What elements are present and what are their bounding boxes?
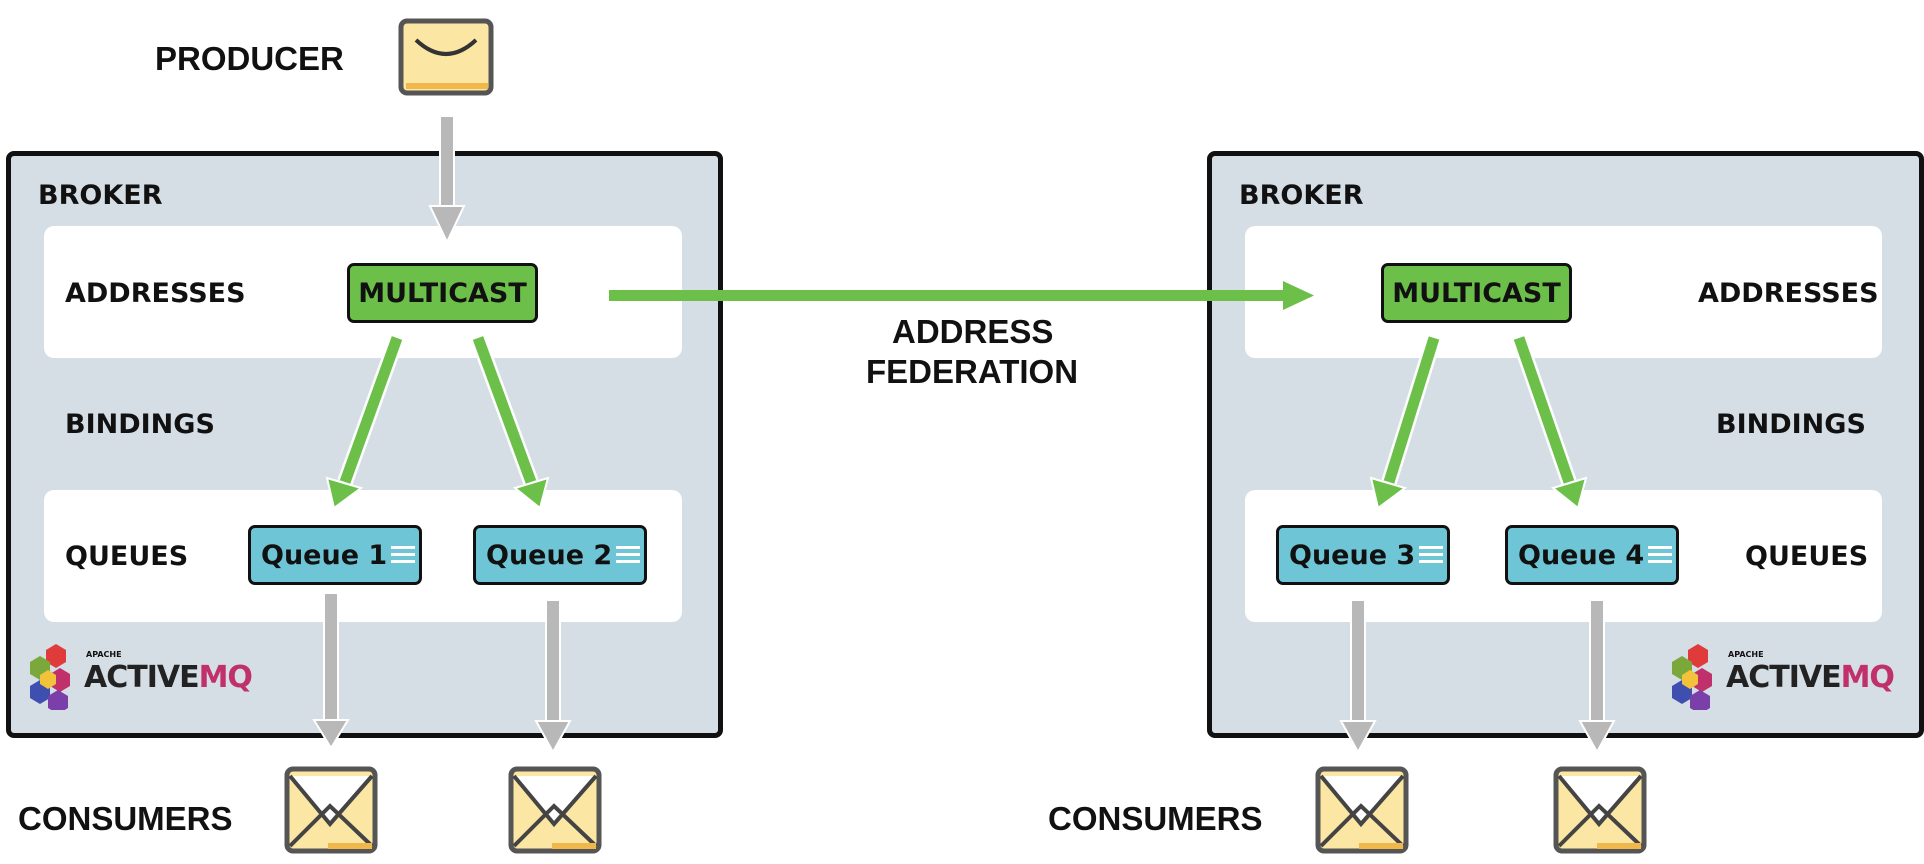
activemq-logo-icon [30,644,70,714]
binding-arrow-queue-3 [1369,335,1442,510]
broker-left-title: BROKER [38,180,163,211]
envelope-open-icon [1553,766,1647,854]
envelope-open-icon [1315,766,1409,854]
producer-label: PRODUCER [155,40,344,77]
envelope-open-icon [284,766,378,854]
queue-2-to-consumer-arrow [534,599,572,755]
multicast-address-right[interactable]: MULTICAST [1381,263,1572,323]
queue-3-label: Queue 3 [1289,539,1416,571]
bindings-label-right: BINDINGS [1716,409,1866,440]
envelope-closed-icon [398,18,494,96]
queue-3-to-consumer-arrow [1339,599,1377,755]
activemq-logo-right: APACHE ACTIVEMQ [1668,640,1908,714]
consumers-label-left: CONSUMERS [18,800,233,837]
logo-activemq-text: ACTIVEMQ [1726,660,1895,695]
queue-1-to-consumer-arrow [312,592,350,750]
queue-4[interactable]: Queue 4 [1505,525,1679,585]
queues-label-left: QUEUES [65,541,189,572]
consumers-label-right: CONSUMERS [1048,800,1263,837]
queue-1[interactable]: Queue 1 [248,525,422,585]
binding-arrow-queue-2 [470,335,550,510]
queues-label-right: QUEUES [1745,541,1869,572]
federation-label-line1: ADDRESS [892,313,1054,350]
address-federation-arrow [609,281,1314,310]
queue-2-label: Queue 2 [486,539,613,571]
binding-arrow-queue-4 [1511,335,1588,510]
list-icon [1648,544,1673,566]
logo-apache-text: APACHE [86,650,122,659]
federation-label-line2: FEDERATION [866,353,1079,390]
queue-3[interactable]: Queue 3 [1276,525,1450,585]
producer-to-multicast-arrow [428,115,466,245]
list-icon [616,544,641,566]
queue-4-label: Queue 4 [1518,539,1645,571]
list-icon [1419,544,1444,566]
activemq-logo-icon [1672,644,1712,714]
queue-1-label: Queue 1 [261,539,388,571]
logo-apache-text: APACHE [1728,650,1764,659]
queue-4-to-consumer-arrow [1578,599,1616,755]
envelope-open-icon [508,766,602,854]
broker-right-title: BROKER [1239,180,1364,211]
bindings-label-left: BINDINGS [65,409,215,440]
list-icon [391,544,416,566]
multicast-address-left[interactable]: MULTICAST [347,263,538,323]
activemq-logo-left: APACHE ACTIVEMQ [26,640,266,714]
logo-activemq-text: ACTIVEMQ [84,660,253,695]
addresses-label-left: ADDRESSES [65,278,246,309]
addresses-label-right: ADDRESSES [1698,278,1879,309]
binding-arrow-queue-1 [325,335,405,510]
queue-2[interactable]: Queue 2 [473,525,647,585]
